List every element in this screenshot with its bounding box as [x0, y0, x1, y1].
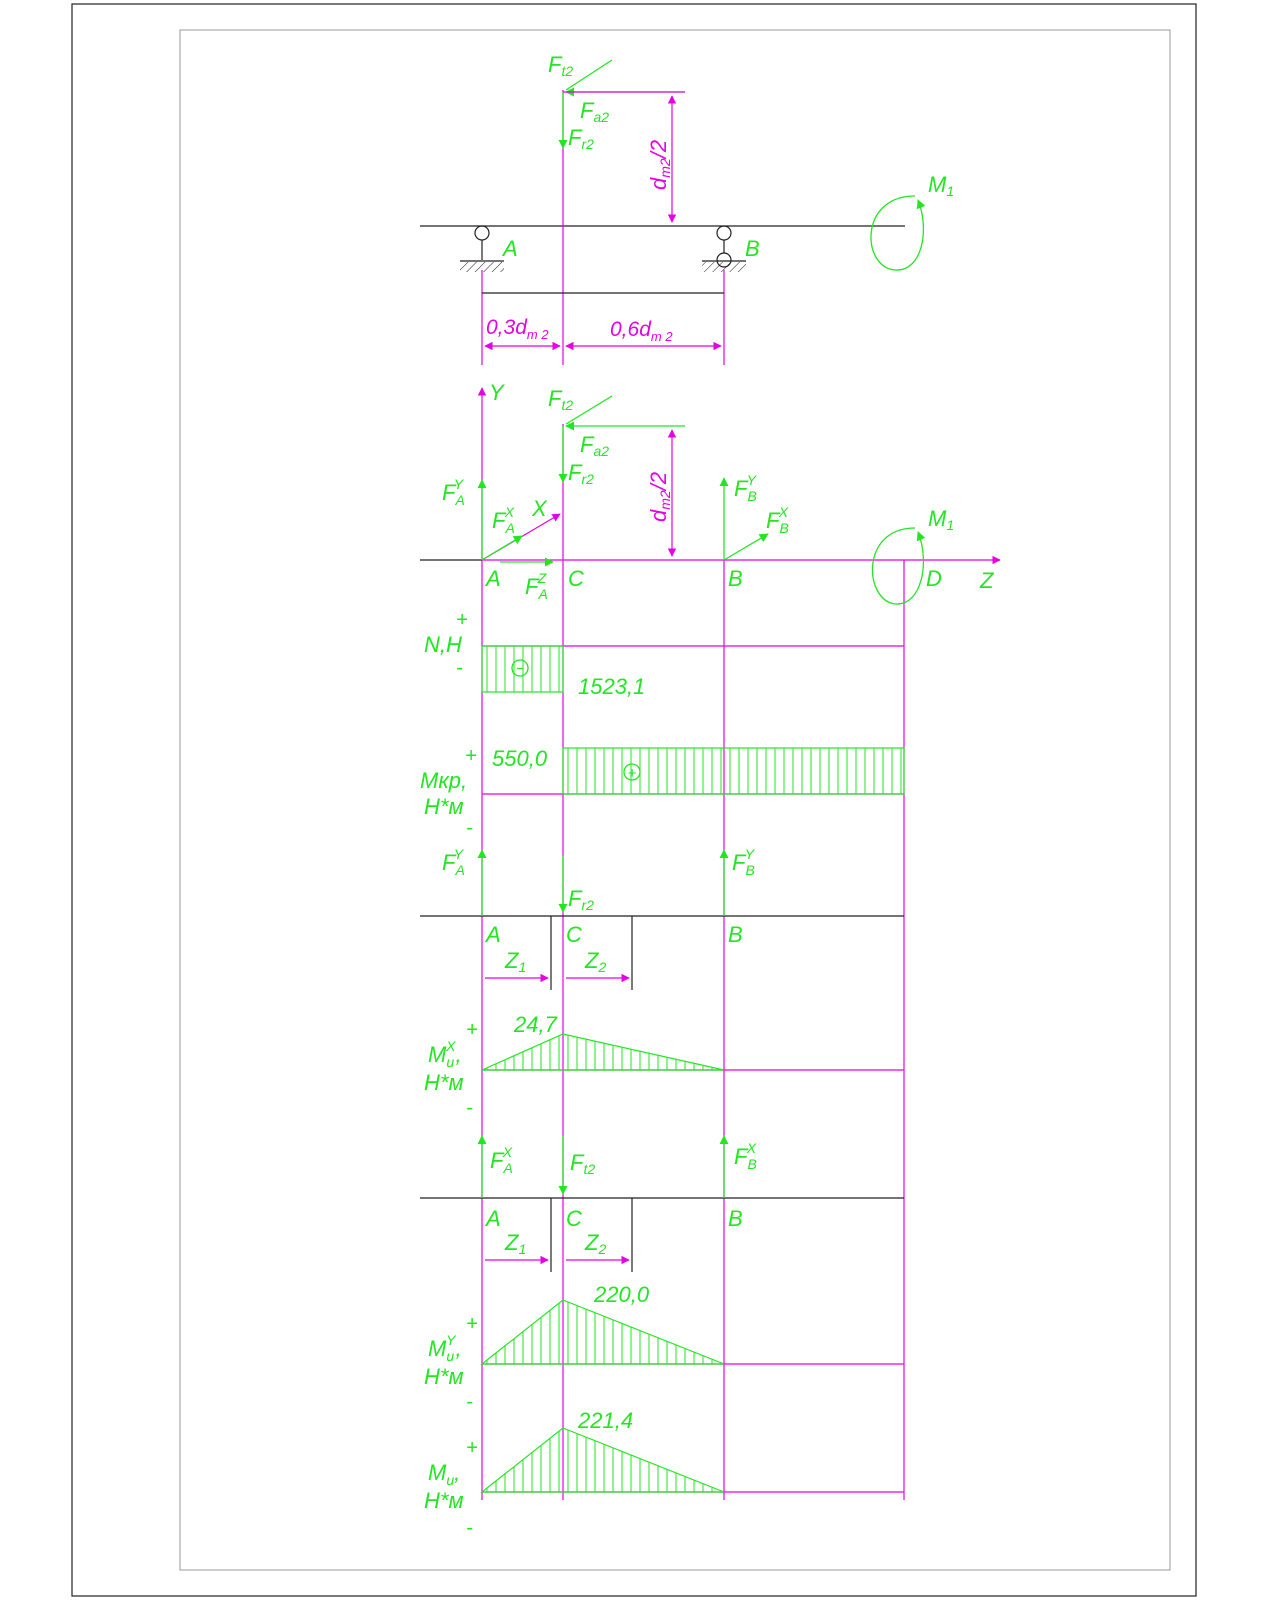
fb-y-label: FBY	[734, 472, 758, 504]
torque-plot: + 550,0 + Мкр, Н*м -	[420, 745, 905, 839]
calc-torque-m1-arrow	[871, 527, 926, 605]
hp-fa-x-label: FAX	[490, 1144, 513, 1176]
dim-right-label: 0,6dm 2	[610, 318, 673, 344]
normal-minus: -	[456, 657, 463, 679]
mu-plus: +	[466, 1437, 478, 1459]
dim-left-label: 0,3dm 2	[486, 316, 549, 342]
hp-point-a: A	[484, 1206, 501, 1231]
my-area	[480, 1299, 725, 1365]
torque-value: 550,0	[492, 746, 548, 771]
calc-dm2-half-label: dm2/2	[646, 472, 673, 522]
vp-z1-label: Z1	[504, 948, 526, 975]
point-d-label: D	[926, 566, 942, 591]
mx-value: 24,7	[513, 1012, 558, 1037]
vp-z2-label: Z2	[584, 948, 606, 975]
normal-force-plot: − 1523,1 + N,H -	[424, 609, 904, 699]
mx-label-2: Н*м	[424, 1070, 464, 1095]
vertical-plane-scheme: FAY FBY Fr2 A C B Z1 Z2	[420, 846, 904, 990]
mu-plot: 221,4 + Mu, Н*м -	[424, 1408, 904, 1539]
normal-force-label: N,H	[424, 632, 462, 657]
my-plus: +	[466, 1313, 478, 1335]
x-axis-label: X	[531, 496, 548, 521]
mu-area	[480, 1427, 725, 1493]
vp-fr2-label: Fr2	[568, 886, 594, 913]
mu-label-1: Mu,	[428, 1460, 460, 1488]
mu-minus: -	[466, 1517, 473, 1539]
vp-point-a: A	[484, 922, 501, 947]
normal-force-value: 1523,1	[578, 674, 645, 699]
torque-m1-label: M1	[928, 172, 954, 199]
fa2-label: Fa2	[580, 98, 609, 125]
shaft-scheme: A B Ft2 Fa2 Fr2 dm2/2 M1 0,3dm 2 0,6dm 2	[420, 52, 954, 365]
fb-x-arrow	[723, 533, 769, 561]
hp-point-c: C	[566, 1206, 582, 1231]
torque-m1-arrow	[870, 195, 926, 271]
normal-force-sign: −	[516, 660, 524, 676]
torque-area	[562, 747, 905, 795]
mu-value: 221,4	[577, 1408, 633, 1433]
z-axis-label: Z	[979, 568, 995, 593]
mx-minus: -	[466, 1097, 473, 1119]
vp-point-b: B	[728, 922, 743, 947]
fa-x-label: FAX	[492, 504, 515, 536]
point-a-label: A	[484, 566, 501, 591]
my-minus: -	[466, 1391, 473, 1413]
ft2-label: Ft2	[548, 52, 573, 79]
mu-label-2: Н*м	[424, 1488, 464, 1513]
support-b	[702, 225, 746, 272]
hp-z1-label: Z1	[504, 1230, 526, 1257]
horizontal-plane-scheme: FAX FBX Ft2 A C B Z1 Z2	[420, 1135, 904, 1272]
torque-minus: -	[466, 817, 473, 839]
mx-area	[481, 1033, 725, 1071]
my-label-2: Н*м	[424, 1364, 464, 1389]
vp-fb-y-label: FBY	[732, 846, 756, 878]
outer-frame	[71, 3, 1197, 1597]
torque-sign: +	[628, 765, 637, 782]
calc-scheme: Y X Z Ft2 Fa2 Fr2 dm2/2 FAY FAX FAZ FBY …	[420, 380, 1001, 1500]
my-plot: 220,0 + MuY, Н*м -	[424, 1282, 904, 1413]
support-a	[460, 225, 504, 272]
hp-fb-x-label: FBX	[734, 1140, 757, 1172]
fr2-label: Fr2	[568, 125, 594, 152]
mx-plus: +	[466, 1019, 478, 1041]
hp-z2-label: Z2	[584, 1230, 606, 1257]
point-c-label: C	[568, 566, 584, 591]
point-b-label: B	[728, 566, 743, 591]
calc-ft2-label: Ft2	[548, 386, 573, 413]
calc-fa2-label: Fa2	[580, 432, 609, 459]
calc-fr2-label: Fr2	[568, 460, 594, 487]
fa-y-label: FAY	[442, 476, 465, 508]
dm2-half-label: dm2/2	[646, 140, 673, 190]
support-b-label: B	[745, 236, 760, 261]
fb-x-label: FBX	[766, 504, 789, 536]
hp-ft2-label: Ft2	[570, 1150, 595, 1177]
calc-torque-m1-label: M1	[928, 506, 954, 533]
torque-plus: +	[465, 745, 477, 767]
my-value: 220,0	[593, 1282, 650, 1307]
support-a-label: A	[501, 236, 518, 261]
vp-fa-y-label: FAY	[442, 846, 465, 878]
fa-x-arrow	[481, 535, 523, 561]
vp-point-c: C	[566, 922, 582, 947]
mx-label-1: MuX,	[428, 1038, 462, 1070]
ft2-arrow	[565, 59, 613, 91]
mx-plot: 24,7 + MuX, Н*м -	[424, 1012, 904, 1119]
inner-frame	[179, 29, 1171, 1571]
my-label-1: MuY,	[428, 1332, 462, 1364]
normal-plus: +	[456, 609, 468, 631]
fa-z-label: FAZ	[525, 570, 548, 602]
hp-point-b: B	[728, 1206, 743, 1231]
torque-label-1: Мкр,	[420, 768, 467, 793]
torque-label-2: Н*м	[424, 794, 464, 819]
normal-force-area	[481, 645, 564, 693]
y-axis-label: Y	[489, 380, 505, 405]
